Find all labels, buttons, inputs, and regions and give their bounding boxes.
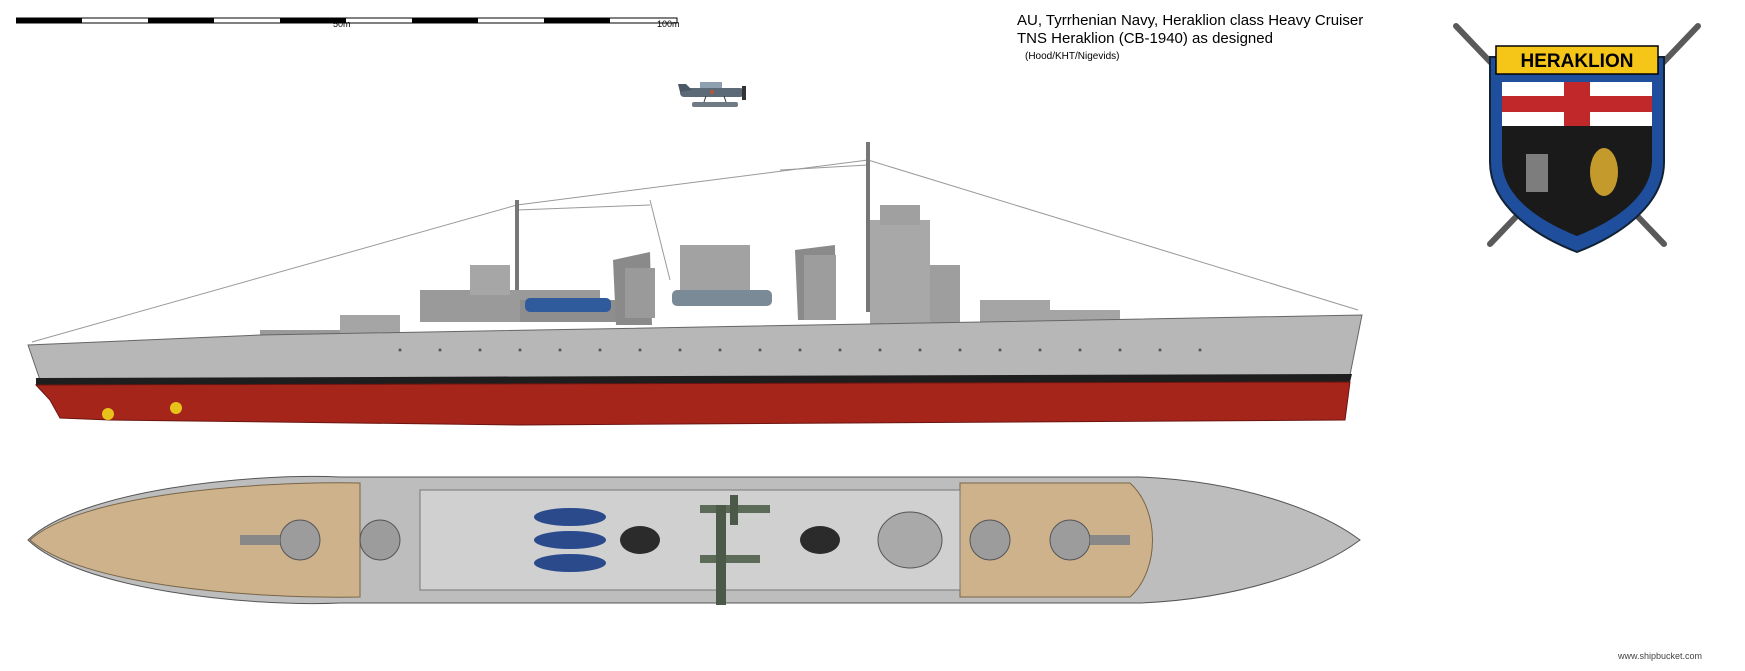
main-mast bbox=[866, 142, 870, 312]
title-line-1: AU, Tyrrhenian Navy, Heraklion class Hea… bbox=[1017, 12, 1364, 29]
turret bbox=[279, 519, 321, 561]
plane-on-deck-icon bbox=[700, 505, 760, 605]
funnel-aft bbox=[620, 526, 660, 554]
turret bbox=[1049, 519, 1091, 561]
funnel-fore bbox=[800, 526, 840, 554]
scale-label-100m: 100m bbox=[657, 19, 680, 29]
crest-banner bbox=[1495, 45, 1659, 75]
turret bbox=[359, 519, 401, 561]
fore-mast bbox=[515, 200, 519, 320]
plane-on-deck-icon bbox=[700, 495, 770, 525]
tower-icon bbox=[1526, 154, 1548, 192]
propeller-icon bbox=[170, 402, 182, 414]
propeller-icon bbox=[102, 408, 114, 420]
seaplane-icon bbox=[678, 82, 746, 107]
credits: (Hood/KHT/Nigevids) bbox=[1025, 51, 1120, 62]
crest-emblem: HERAKLION bbox=[1453, 23, 1701, 254]
scale-label-50m: 50m bbox=[333, 19, 351, 29]
scale-bar-graphic bbox=[15, 17, 678, 24]
ship-top-plan bbox=[27, 475, 1361, 605]
crest-banner-text: HERAKLION bbox=[1521, 51, 1634, 72]
ship-side-profile bbox=[27, 142, 1363, 426]
watermark: www.shipbucket.com bbox=[1618, 651, 1703, 661]
hull-upper bbox=[27, 314, 1363, 381]
hull-lower bbox=[34, 381, 1351, 426]
title-line-2: TNS Heraklion (CB-1940) as designed bbox=[1017, 30, 1273, 47]
scale-bar bbox=[15, 14, 678, 24]
turret bbox=[969, 519, 1011, 561]
